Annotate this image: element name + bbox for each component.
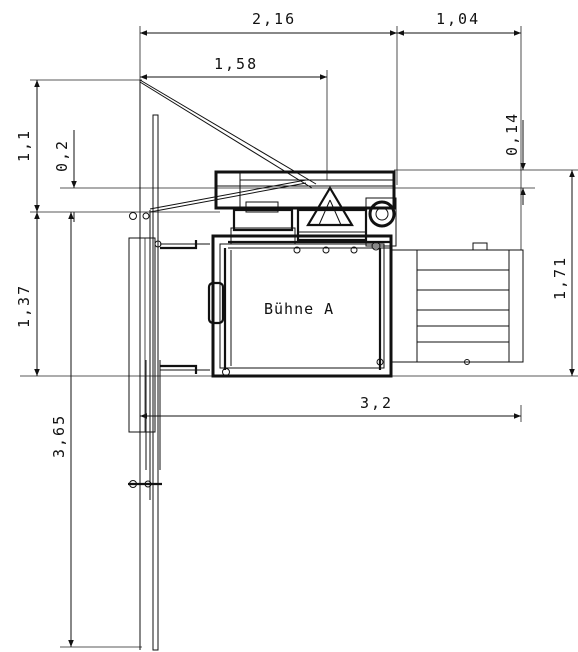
dim-top-mid-width: 1,58 bbox=[214, 55, 258, 73]
dimension-labels: 2,16 1,04 1,58 3,2 1,1 0,2 1,37 3,65 0,1… bbox=[15, 10, 569, 458]
upper-machinery bbox=[214, 170, 397, 254]
dim-left-offset: 0,2 bbox=[53, 139, 71, 172]
dim-bottom-length: 3,2 bbox=[360, 394, 393, 412]
dim-right-small-offset: 0,14 bbox=[503, 112, 521, 156]
dim-left-mid-height: 1,37 bbox=[15, 284, 33, 328]
extension-lines bbox=[20, 26, 578, 648]
dim-left-top-height: 1,1 bbox=[15, 129, 33, 162]
extension-platform bbox=[391, 242, 524, 365]
dim-top-total-width: 2,16 bbox=[252, 10, 296, 28]
dim-right-height: 1,71 bbox=[551, 256, 569, 300]
boom-arm bbox=[139, 79, 317, 213]
dim-top-right-extension: 1,04 bbox=[436, 10, 480, 28]
stage-label: Bühne A bbox=[264, 300, 334, 318]
platform bbox=[160, 234, 393, 378]
mast bbox=[128, 80, 162, 651]
dimension-lines bbox=[34, 30, 575, 647]
dim-left-total-height: 3,65 bbox=[50, 414, 68, 458]
